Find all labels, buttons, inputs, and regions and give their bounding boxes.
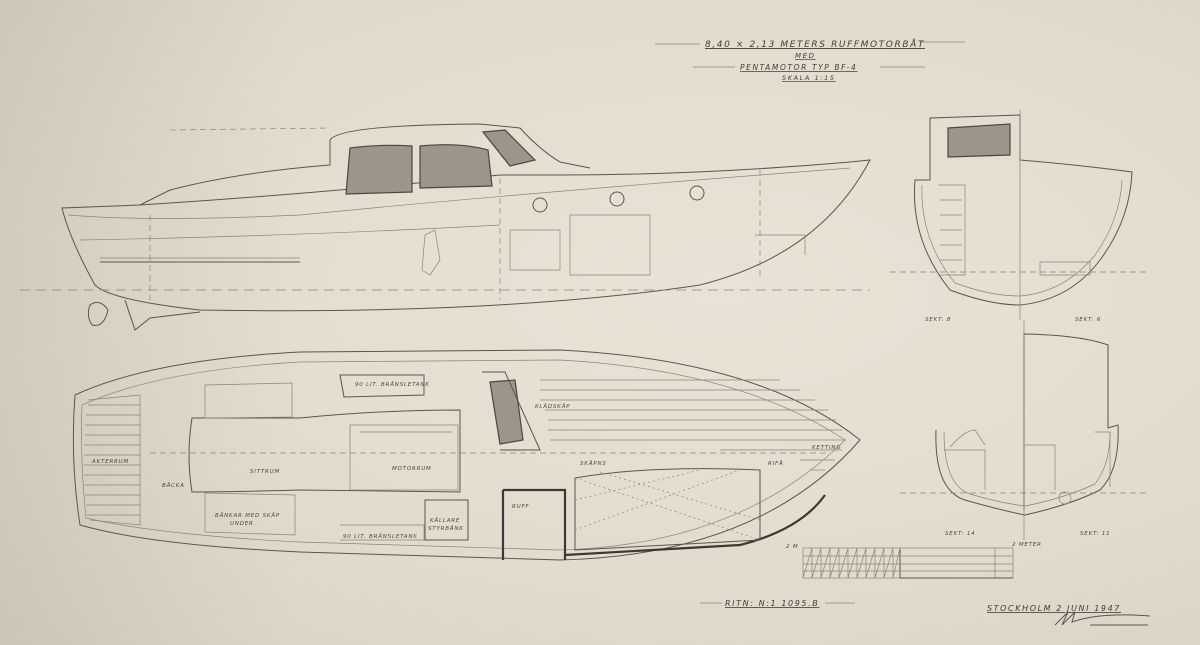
- title-line-3: PENTAMOTOR TYP BF-4: [740, 63, 857, 72]
- label-ruff: RUFF: [512, 504, 529, 510]
- title-block: 8,40 × 2,13 METERS RUFFMOTORBÅT MED PENT…: [655, 38, 965, 82]
- footer: RITN: N:1 1095.B STOCKHOLM 2 JUNI 1947: [700, 599, 1151, 626]
- scale-start-label: 2 M: [786, 544, 798, 550]
- signature: [1054, 611, 1151, 626]
- drawing-number: RITN: N:1 1095.B: [725, 599, 819, 608]
- label-sekt-14: SEKT: 14: [945, 531, 975, 537]
- title-line-1: 8,40 × 2,13 METERS RUFFMOTORBÅT: [705, 38, 925, 50]
- label-sekt-6: SEKT: 6: [1075, 317, 1101, 323]
- label-motorrum: MOTORRUM: [392, 466, 432, 472]
- scale-bar: 2 M 2 METER: [786, 542, 1042, 579]
- label-kallare: KÄLLARE: [430, 517, 460, 524]
- label-kladskap: KLÄDSKÅP: [535, 403, 570, 410]
- label-ketting: KETTING: [812, 445, 841, 451]
- label-tank-stbd: 90 LIT. BRÄNSLETANK: [343, 533, 418, 540]
- profile-view: [20, 123, 871, 331]
- title-line-4: SKALA 1:15: [782, 74, 836, 82]
- label-sekt-8: SEKT: 8: [925, 317, 951, 323]
- label-akterrum: AKTERRUM: [91, 459, 129, 465]
- label-sekt-11: SEKT: 11: [1080, 531, 1110, 537]
- label-rifa: RIFÅ: [768, 460, 784, 467]
- section-view-lower: SEKT: 14 SEKT: 11: [900, 320, 1150, 540]
- label-tank-port: 90 LIT. BRÄNSLETANK: [355, 381, 430, 388]
- label-bankar-under: UNDER: [230, 521, 254, 527]
- label-styrbank: STYRBÄNK: [428, 525, 464, 532]
- section-view-upper: SEKT: 8 SEKT: 6: [890, 110, 1150, 323]
- deck-planking: [84, 379, 846, 516]
- title-line-2: MED: [795, 52, 816, 60]
- plan-view: AKTERRUM BÄCKA SITTRUM MOTORRUM 90 LIT. …: [72, 349, 861, 561]
- scale-end-label: 2 METER: [1012, 542, 1042, 548]
- label-skap: SKÅPNS: [580, 460, 607, 467]
- place-date: STOCKHOLM 2 JUNI 1947: [987, 604, 1121, 613]
- label-bankar: BÄNKAR MED SKÅP: [215, 512, 280, 519]
- label-sittrum: SITTRUM: [250, 469, 280, 475]
- label-backa: BÄCKA: [162, 482, 185, 489]
